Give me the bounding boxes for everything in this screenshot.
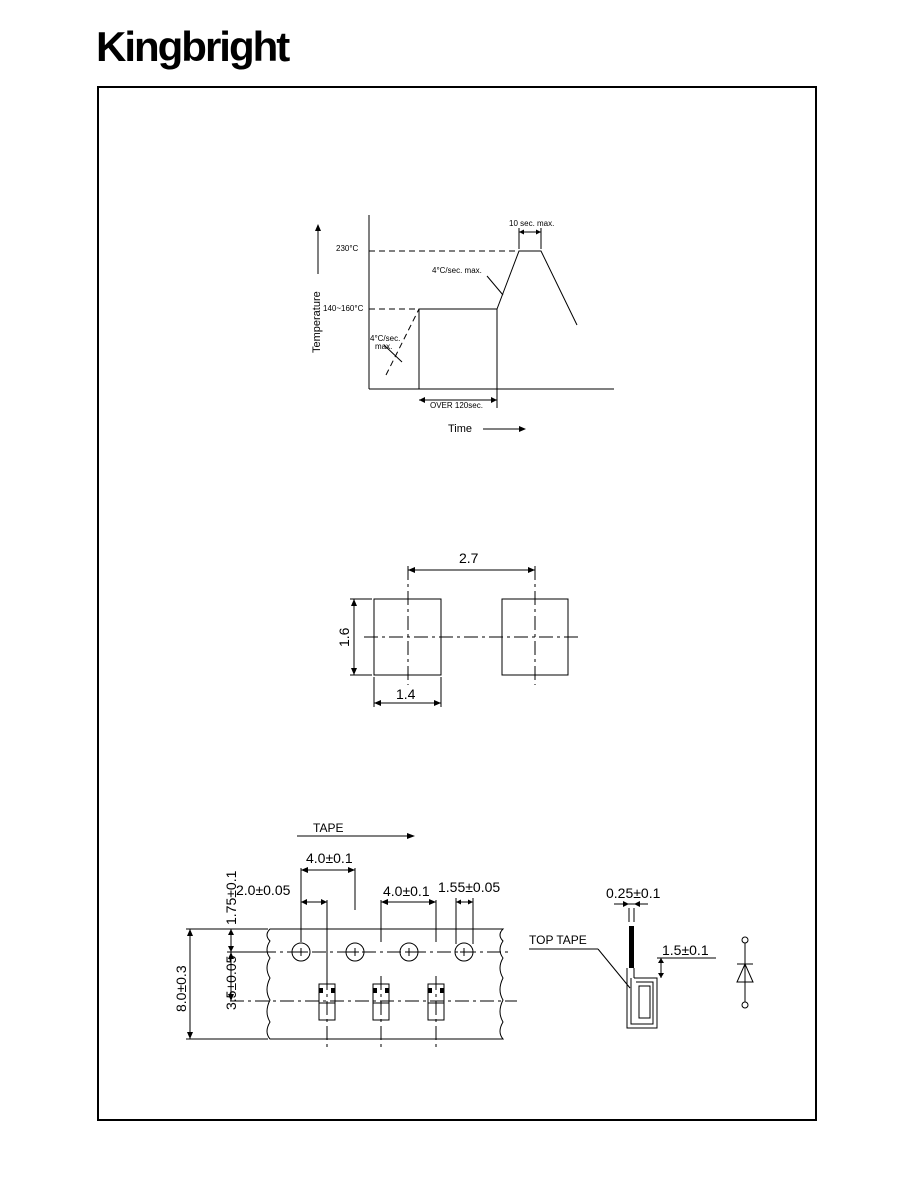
reflow-curve: [418, 250, 578, 389]
diode-terminal-top: [741, 936, 749, 944]
diode-terminal-bottom: [741, 1001, 749, 1009]
brand-logo: Kingbright: [96, 23, 290, 70]
pad-layout: 2.7 1.6 1.4: [336, 550, 578, 707]
top-tape-section: [629, 926, 634, 968]
label-pitch-right: 4.0±0.1: [383, 883, 430, 899]
pocket-pad: [440, 988, 444, 993]
temp-arrow-head: [315, 224, 321, 231]
label-edge-to-hole: 1.75±0.1: [223, 870, 239, 925]
label-peak-time: 10 sec. max.: [509, 219, 554, 228]
dim-thickness-arrows: [623, 901, 640, 907]
tape-body: [266, 928, 505, 1040]
sprocket-hole: [291, 942, 311, 962]
component-section: [638, 985, 651, 1019]
time-arrow-head: [519, 426, 526, 432]
sprocket-holes: [291, 942, 474, 962]
sprocket-crosses: [297, 948, 468, 956]
top-tape-leader: [597, 948, 631, 989]
pocket-pad: [319, 988, 323, 993]
label-pad-pitch: 2.7: [459, 550, 479, 566]
dim-hole-dia-arrows: [456, 899, 473, 905]
ramp-down-leader: [383, 344, 403, 363]
label-ramp-down-2: max.: [375, 342, 392, 351]
label-top-tape: TOP TAPE: [529, 933, 587, 947]
label-ramp-down-1: 4°C/sec.: [370, 334, 400, 343]
sprocket-hole: [345, 942, 365, 962]
dim-edge-to-hole-arrows: [228, 929, 234, 952]
label-peak-temp: 230°C: [336, 244, 359, 253]
tape-side-section: 0.25±0.1 TOP TAPE 1.5±0.1: [529, 885, 716, 1029]
label-tape-direction: TAPE: [313, 821, 343, 835]
sprocket-hole: [454, 942, 474, 962]
carrier-section: [626, 968, 658, 1029]
carrier-pocket: [630, 968, 654, 1025]
label-temperature-axis: Temperature: [311, 291, 323, 353]
dim-half-pitch-arrows: [301, 899, 327, 905]
label-tape-width: 8.0±0.3: [173, 965, 189, 1012]
pocket-centerlines: [326, 976, 437, 1048]
peak-arrows: [519, 229, 541, 235]
label-ramp-up: 4°C/sec. max.: [432, 266, 482, 275]
pocket-pad: [385, 988, 389, 993]
label-pad-width: 1.4: [396, 686, 416, 702]
sprocket-hole: [399, 942, 419, 962]
tape-drawing: TAPE: [173, 821, 754, 1048]
reflow-profile: 230°C 140~160°C 10 sec. max. 4°C/sec. ma…: [311, 215, 614, 435]
label-time-axis: Time: [448, 423, 472, 435]
reflow-cooldown-dashed: [385, 308, 420, 376]
tape-direction-arrow: [407, 833, 415, 839]
diode-triangle: [736, 962, 754, 983]
pocket-pad: [331, 988, 335, 993]
label-pocket-depth: 1.5±0.1: [662, 942, 709, 958]
pad-width-arrows: [374, 700, 441, 706]
label-preheat-temp: 140~160°C: [323, 304, 364, 313]
pocket-pad: [428, 988, 432, 993]
drawing-frame: [97, 86, 817, 1121]
component-pockets: [318, 976, 445, 1048]
label-pitch-top: 4.0±0.1: [306, 850, 353, 866]
dim-pocket-depth-arrows: [658, 958, 664, 978]
label-thickness: 0.25±0.1: [606, 885, 661, 901]
ramp-up-leader: [486, 275, 504, 296]
diode-symbol-icon: [736, 936, 754, 1009]
label-pad-height: 1.6: [336, 627, 352, 647]
pocket-pad: [373, 988, 377, 993]
label-hole-dia: 1.55±0.05: [438, 879, 500, 895]
label-over-time: OVER 120sec.: [430, 401, 483, 410]
label-hole-to-center: 3.5±0.05: [223, 955, 239, 1010]
label-half-pitch: 2.0±0.05: [236, 882, 291, 898]
